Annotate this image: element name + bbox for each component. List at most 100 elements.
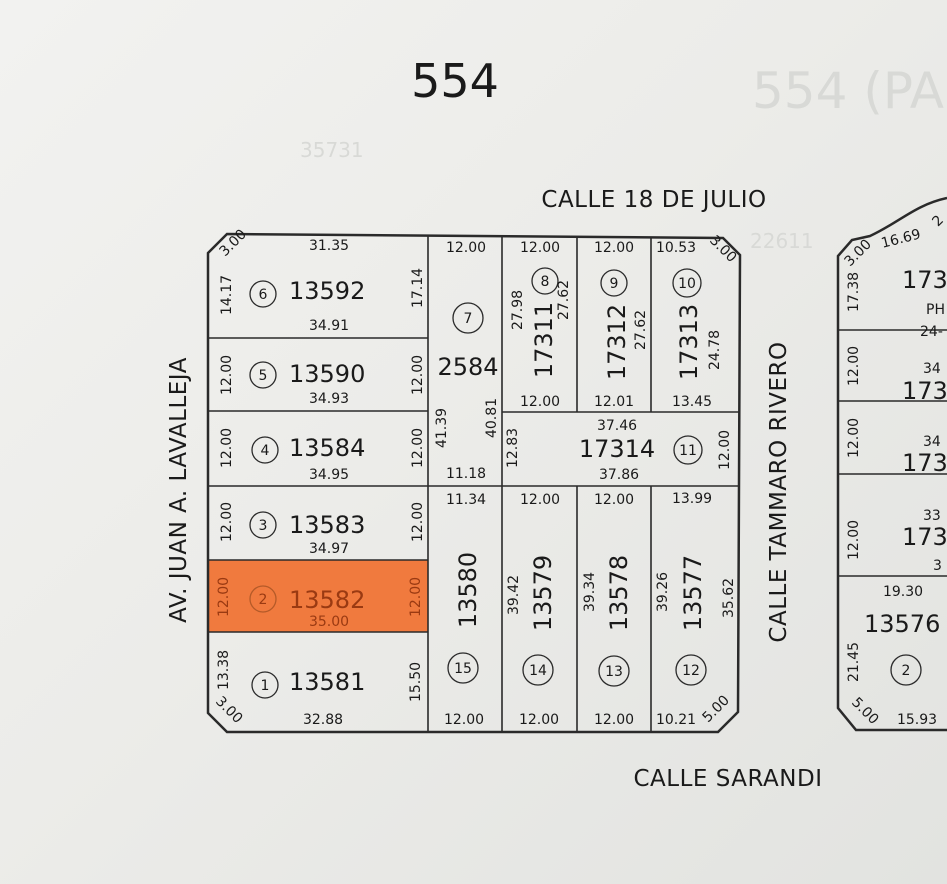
lot-8-dim-bottom: 12.00 (520, 394, 560, 410)
lot-4-number: 4 (261, 443, 270, 459)
lot-14-dim-top: 12.00 (520, 492, 560, 508)
lot-11[interactable]: 37.46 17314 37.86 12.83 12.00 11 (505, 418, 733, 483)
neighbor-dim-top: 16.69 (880, 227, 923, 252)
lot-15-number: 15 (454, 661, 472, 677)
ghost-text-number: 35731 (300, 138, 364, 162)
lot-9[interactable]: 12.00 9 17312 27.62 12.01 (594, 240, 649, 410)
lot-8-dim-right: 27.62 (556, 280, 572, 320)
lot-2[interactable]: 2 13582 35.00 12.00 12.00 (216, 577, 424, 630)
neighbor-dim-left-5: 21.45 (846, 642, 862, 682)
lot-3[interactable]: 3 13583 34.97 12.00 12.00 (219, 502, 426, 557)
neighbor-dim-left-3: 12.00 (846, 418, 862, 458)
lot-12-number: 12 (682, 663, 700, 679)
lot-15-dim-bottom: 12.00 (444, 712, 484, 728)
neighbor-dim-bottom: 15.93 (897, 712, 937, 728)
neighbor-block-outline (836, 196, 947, 732)
lot-12-dim-top: 13.99 (672, 491, 712, 507)
lot-13-padron: 13578 (605, 555, 633, 631)
lot-5-number: 5 (259, 368, 268, 384)
neighbor-padron-3: 173 (902, 449, 947, 477)
lot-9-dim-top: 12.00 (594, 240, 634, 256)
lot-11-dim-left: 12.83 (505, 428, 521, 468)
lot-6-dim-top: 31.35 (309, 238, 349, 254)
street-north-label: CALLE 18 DE JULIO (541, 187, 766, 213)
lot-14-number: 14 (529, 663, 547, 679)
lot-8-padron: 17311 (530, 302, 558, 378)
neighbor-dim-left-1: 17.38 (846, 272, 862, 312)
block-outline (206, 232, 742, 734)
lot-4-dim-bottom: 34.95 (309, 467, 349, 483)
lot-10-dim-right: 24.78 (707, 330, 723, 370)
lot-6-dim-right: 17.14 (410, 268, 426, 308)
lot-13[interactable]: 12.00 39.34 13578 13 12.00 (582, 492, 634, 728)
lot-1-number: 1 (261, 678, 270, 694)
lot-11-padron: 17314 (579, 435, 655, 463)
lot-5-dim-bottom: 34.93 (309, 391, 349, 407)
lot-7[interactable]: 12.00 7 2584 41.39 40.81 11.18 (434, 240, 500, 482)
lot-14[interactable]: 12.00 39.42 13579 14 12.00 (506, 492, 560, 728)
neighbor-dim-top-right: 2 (929, 212, 947, 230)
lot-12[interactable]: 13.99 39.26 13577 35.62 12 10.21 5.00 (655, 491, 737, 728)
lot-10-dim-bottom: 13.45 (672, 394, 712, 410)
lot-5[interactable]: 5 13590 34.93 12.00 12.00 (219, 355, 426, 407)
lot-6-number: 6 (259, 287, 268, 303)
lot-3-dim-right: 12.00 (410, 502, 426, 542)
lot-4-dim-right: 12.00 (410, 428, 426, 468)
lot-12-dim-right: 35.62 (721, 578, 737, 618)
lot-8-number: 8 (541, 274, 550, 290)
lot-13-dim-top: 12.00 (594, 492, 634, 508)
lot-10[interactable]: 10.53 3.00 10 17313 24.78 13.45 (656, 232, 740, 410)
neighbor-width-1: 34 (923, 361, 941, 377)
lot-4[interactable]: 4 13584 34.95 12.00 12.00 (219, 428, 426, 483)
lot-11-dim-bottom: 37.86 (599, 467, 639, 483)
lot-11-number: 11 (679, 443, 697, 459)
lot-1-padron: 13581 (289, 668, 365, 696)
lot-7-dim-right: 40.81 (484, 398, 500, 438)
lot-5-padron: 13590 (289, 360, 365, 388)
lot-2-highlight[interactable] (207, 560, 428, 632)
neighbor-row-top: 19.30 (883, 584, 923, 600)
lot-7-padron: 2584 (437, 353, 498, 381)
lot-6-dim-bottom: 34.91 (309, 318, 349, 334)
lot-13-number: 13 (605, 664, 623, 680)
neighbor-dim-corner-bottom: 5.00 (848, 694, 881, 727)
lot-6[interactable]: 6 13592 31.35 34.91 14.17 17.14 3.00 (216, 226, 426, 334)
lot-9-dim-bottom: 12.01 (594, 394, 634, 410)
lot-1-dim-bottom: 32.88 (303, 712, 343, 728)
neighbor-ph-label: PH (926, 302, 945, 318)
lot-10-dim-corner: 3.00 (706, 232, 739, 265)
lot-12-padron: 13577 (679, 555, 707, 631)
lot-8[interactable]: 12.00 8 17311 27.98 27.62 12.00 (510, 240, 572, 410)
neighbor-padron-bottom: 13576 (864, 610, 940, 638)
lot-7-number: 7 (464, 311, 473, 327)
lot-14-dim-bottom: 12.00 (519, 712, 559, 728)
lot-10-number: 10 (678, 276, 696, 292)
lot-1-dim-left: 13.38 (216, 650, 232, 690)
neighbor-block: 3.00 16.69 2 17.38 12.00 12.00 12.00 21.… (841, 212, 947, 728)
neighbor-lot-lines (838, 329, 947, 577)
neighbor-width-2: 34 (923, 434, 941, 450)
lot-8-dim-left: 27.98 (510, 290, 526, 330)
lot-2-dim-left: 12.00 (216, 577, 232, 617)
lot-6-dim-left: 14.17 (219, 275, 235, 315)
lot-4-padron: 13584 (289, 434, 365, 462)
lot-5-dim-left: 12.00 (219, 355, 235, 395)
lot-2-dim-bottom: 35.00 (309, 614, 349, 630)
lot-15-padron: 13580 (454, 552, 482, 628)
neighbor-lot-bottom-number: 2 (902, 663, 911, 679)
lot-11-dim-top: 37.46 (597, 418, 637, 434)
lot-8-dim-top: 12.00 (520, 240, 560, 256)
neighbor-dim-left-2: 12.00 (846, 346, 862, 386)
lot-13-dim-left: 39.34 (582, 572, 598, 612)
lot-9-dim-right: 27.62 (633, 310, 649, 350)
lot-11-dim-right: 12.00 (717, 430, 733, 470)
lot-15[interactable]: 11.34 13580 15 12.00 (444, 492, 486, 728)
lot-9-padron: 17312 (603, 304, 631, 380)
lot-1[interactable]: 1 13581 32.88 13.38 15.50 3.00 (212, 650, 424, 728)
lot-9-number: 9 (610, 276, 619, 292)
neighbor-dim-left-4: 12.00 (846, 520, 862, 560)
ghost-text-right: 554 (PA (752, 62, 944, 120)
neighbor-padron-2: 173 (902, 377, 947, 405)
lot-10-padron: 17313 (675, 304, 703, 380)
